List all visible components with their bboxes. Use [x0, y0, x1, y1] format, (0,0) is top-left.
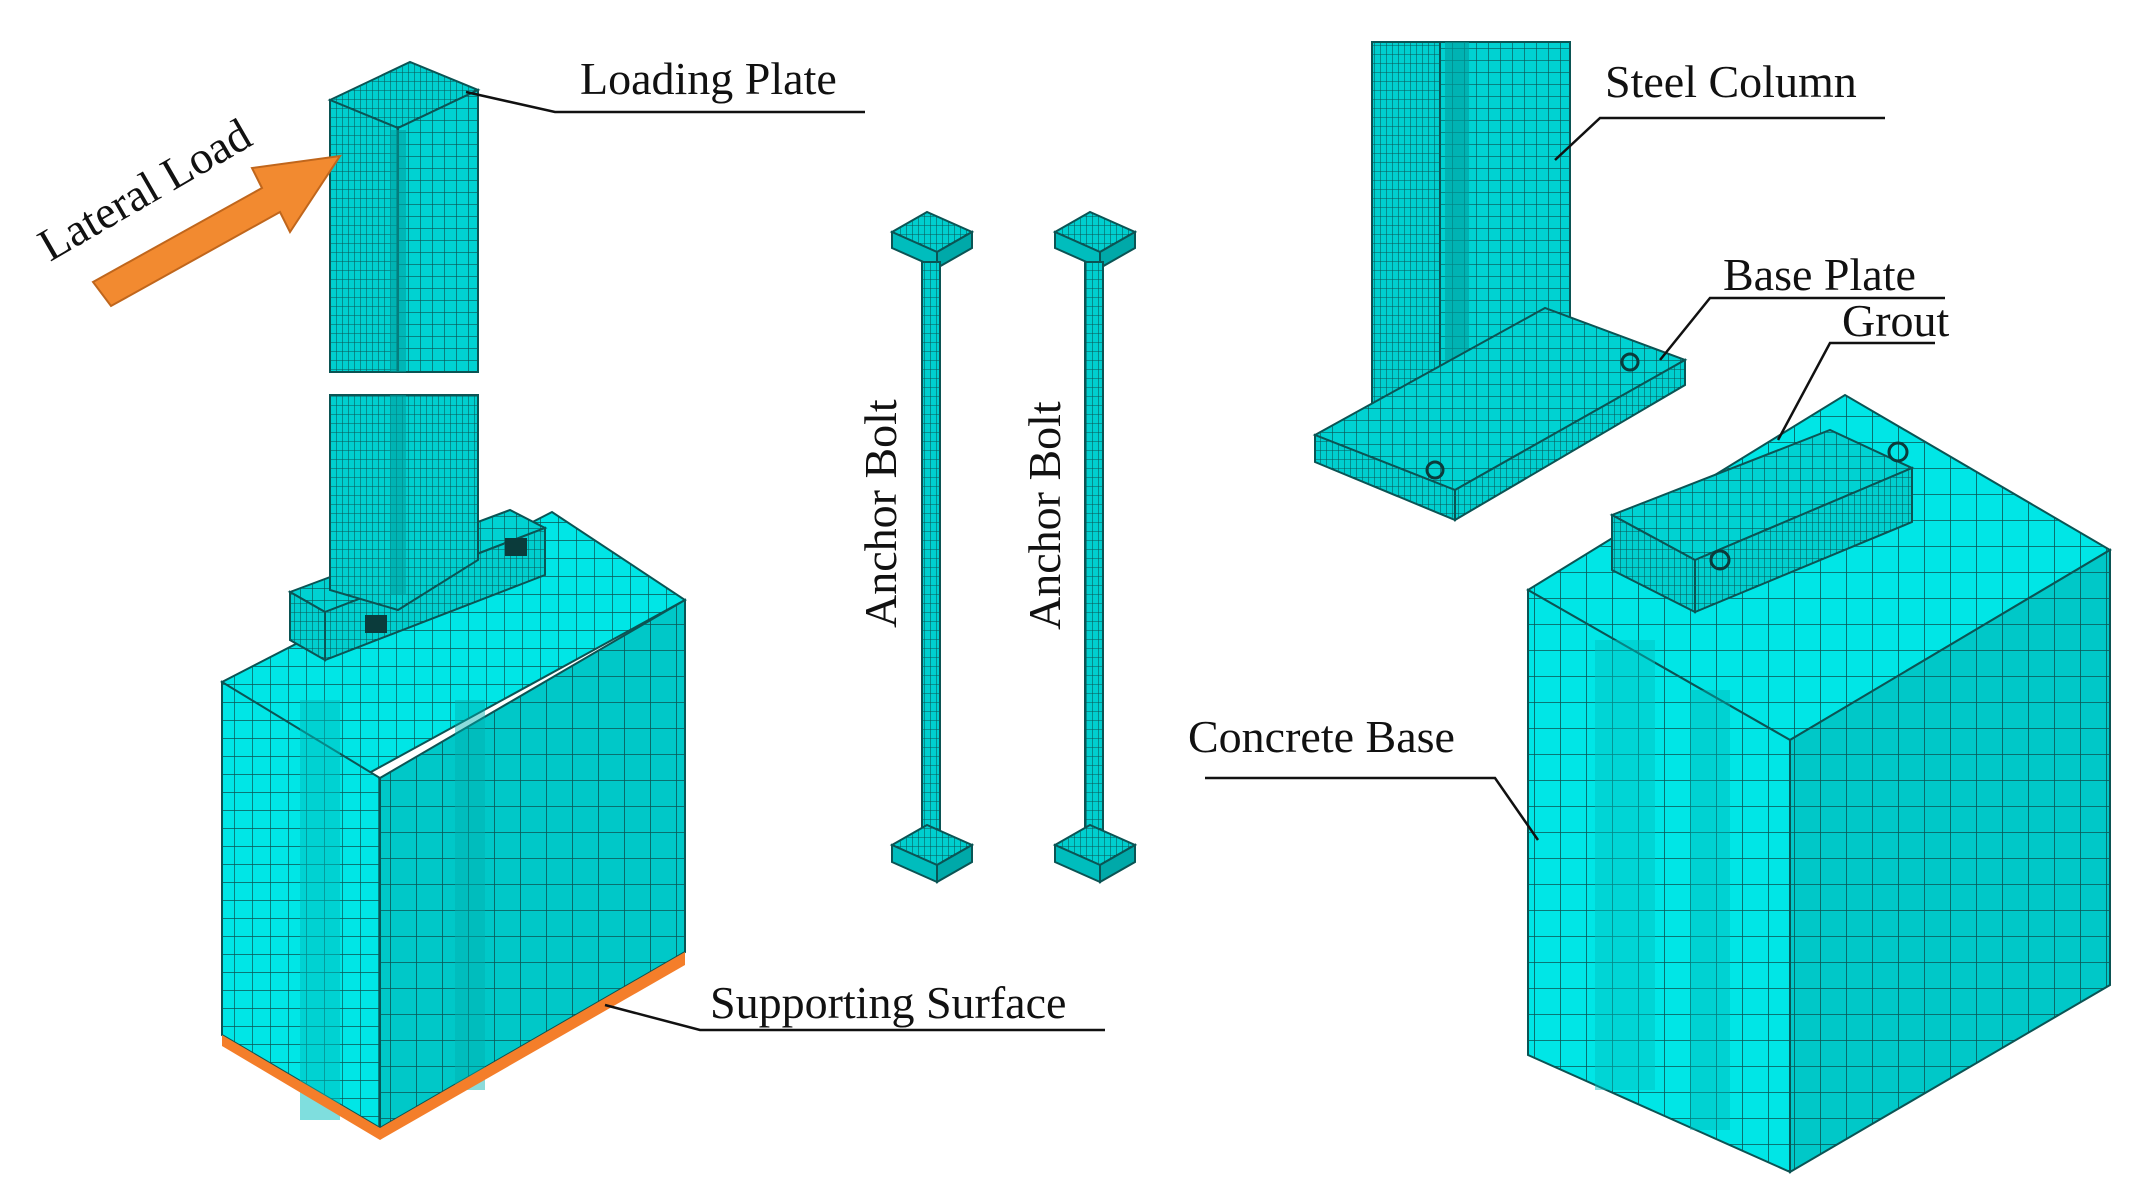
anchor-bolt-right-label: Anchor Bolt [1019, 401, 1070, 630]
concrete-base-right-model [1526, 393, 2112, 1174]
grout-label: Grout [1842, 295, 1950, 346]
supporting-surface-label: Supporting Surface [710, 977, 1066, 1028]
lateral-load-label: Lateral Load [30, 108, 260, 270]
loading-plate-label: Loading Plate [580, 53, 837, 104]
steel-column-left [327, 60, 481, 612]
leader-steel-column [1554, 116, 1885, 161]
anchor-bolt-right-model [1052, 210, 1138, 884]
leader-concrete-base [1205, 776, 1540, 841]
leader-grout [1776, 341, 1935, 441]
anchor-bolt-left-model [889, 210, 975, 884]
steel-column-label: Steel Column [1605, 56, 1857, 107]
base-plate-right-model [1312, 306, 1688, 522]
concrete-base-label: Concrete Base [1188, 711, 1455, 762]
anchor-bolt-left-label: Anchor Bolt [855, 399, 906, 628]
grout-right-model [1609, 428, 1915, 614]
leader-loading-plate [465, 90, 865, 114]
arrow-icon [91, 154, 343, 308]
assembled-model [91, 60, 1105, 1140]
base-plate-label: Base Plate [1723, 249, 1916, 300]
leader-supporting-surface [604, 1003, 1105, 1032]
leader-base-plate [1659, 296, 1945, 361]
